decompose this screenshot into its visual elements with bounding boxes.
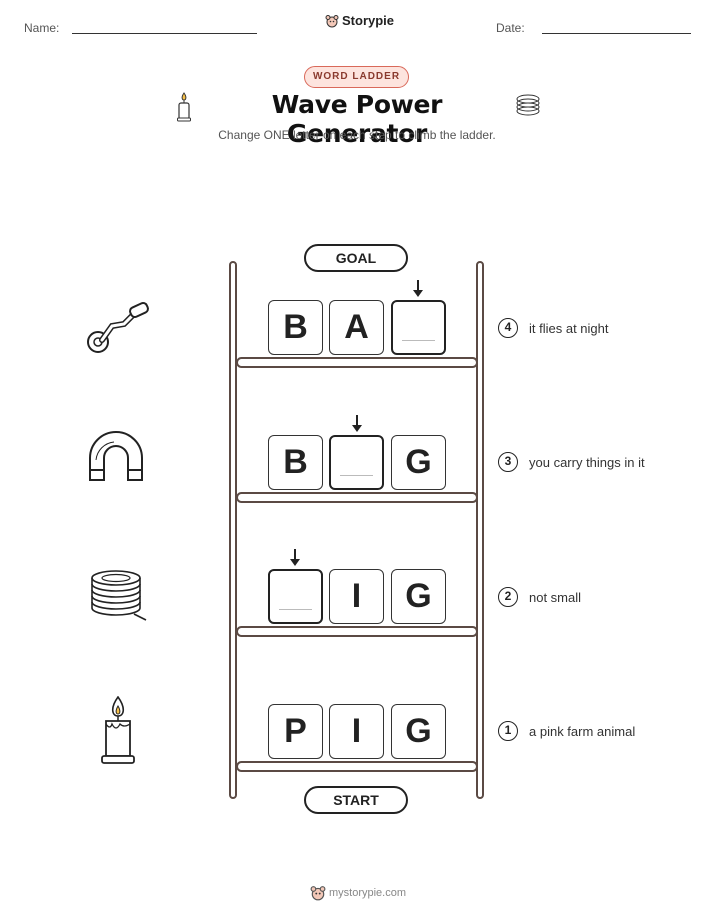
letter-tile: P	[268, 704, 323, 759]
blank-letter-input[interactable]	[329, 435, 384, 490]
footer-url[interactable]: mystorypie.com	[329, 887, 407, 899]
crank-icon	[87, 301, 149, 353]
step-number: 4	[498, 318, 518, 338]
bear-icon	[310, 886, 326, 901]
step-number: 1	[498, 721, 518, 741]
ladder-rung	[236, 761, 478, 772]
letter-tile: I	[329, 569, 384, 624]
clue-text: a pink farm animal	[529, 724, 636, 739]
candle-small-icon	[177, 92, 191, 122]
blank-letter-input[interactable]	[268, 569, 323, 624]
arrow-down-icon	[352, 415, 362, 432]
ladder-rung	[236, 626, 478, 637]
coil-icon	[91, 570, 147, 621]
clue-text: you carry things in it	[529, 455, 645, 470]
coil-small-icon	[516, 94, 540, 116]
letter-tile: G	[391, 435, 446, 490]
ladder-rail-right	[476, 261, 484, 799]
letter-tile: I	[329, 704, 384, 759]
footer-brand: mystorypie.com	[310, 885, 406, 901]
arrow-down-icon	[413, 280, 423, 297]
clue-text: it flies at night	[529, 321, 609, 336]
ladder-rung	[236, 492, 478, 503]
date-field[interactable]	[542, 33, 691, 34]
start-label: START	[304, 786, 408, 814]
ladder-rung	[236, 357, 478, 368]
page-title: Wave Power Generator	[271, 90, 443, 148]
letter-tile: B	[268, 435, 323, 490]
clue-text: not small	[529, 590, 582, 605]
arrow-down-icon	[290, 549, 300, 566]
brand-logo: Storypie	[325, 13, 394, 28]
letter-tile: G	[391, 704, 446, 759]
step-number: 2	[498, 587, 518, 607]
letter-tile: B	[268, 300, 323, 355]
brand-name: Storypie	[342, 13, 395, 28]
magnet-icon	[89, 431, 143, 481]
name-label: Name:	[24, 21, 60, 35]
letter-tile: A	[329, 300, 384, 355]
date-label: Date:	[496, 21, 525, 35]
name-field[interactable]	[72, 33, 257, 34]
blank-letter-input[interactable]	[391, 300, 446, 355]
goal-label: GOAL	[304, 244, 408, 272]
bear-icon	[325, 14, 339, 27]
letter-tile: G	[391, 569, 446, 624]
activity-badge: WORD LADDER	[304, 66, 409, 88]
step-number: 3	[498, 452, 518, 472]
ladder-rail-left	[229, 261, 237, 799]
instructions: Change ONE letter on each step to climb …	[218, 128, 496, 142]
candle-icon	[101, 696, 135, 764]
